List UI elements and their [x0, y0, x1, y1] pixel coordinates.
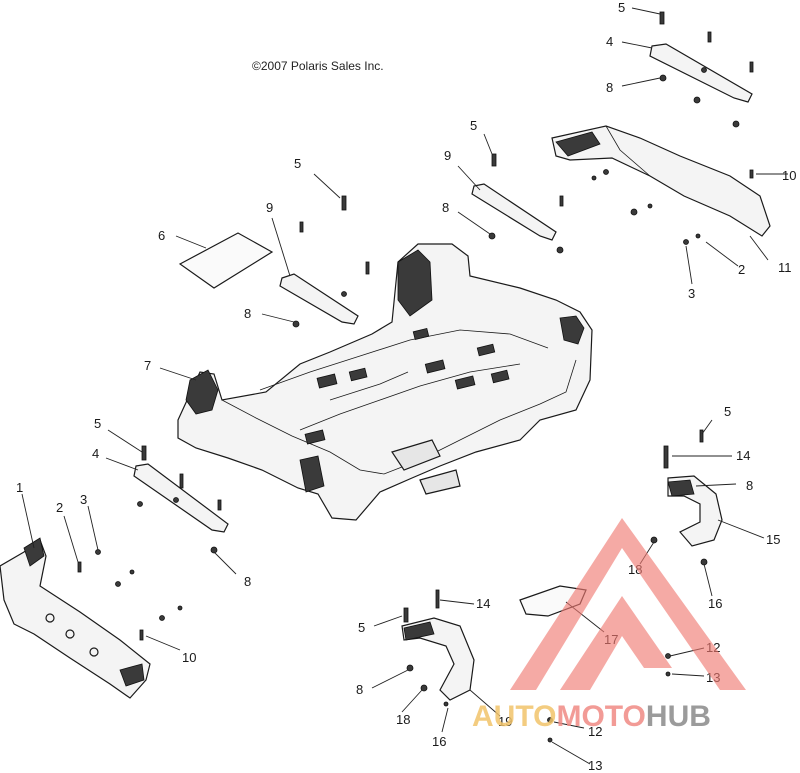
callout-12-bl: 12 [588, 724, 602, 739]
watermark-hub: HUB [646, 700, 711, 733]
callout-19: 19 [498, 714, 512, 729]
svg-text:AUTOMOTOHUB: AUTOMOTOHUB [472, 700, 711, 733]
callout-6: 6 [158, 228, 165, 243]
callout-5-mid: 5 [470, 118, 477, 133]
callout-4-front: 4 [92, 446, 99, 461]
callout-8-mid: 8 [442, 200, 449, 215]
callout-labels: 5 4 8 5 9 8 10 11 2 3 5 9 6 8 7 5 4 1 2 … [16, 0, 796, 773]
callout-8-left: 8 [244, 306, 251, 321]
part-11-rear-bumper [551, 125, 771, 245]
part-9-mid-bracket [471, 153, 564, 254]
callout-5-bl: 5 [358, 620, 365, 635]
callout-4-top: 4 [606, 34, 613, 49]
part-1-front-bumper [0, 537, 183, 699]
callout-8-front: 8 [244, 574, 251, 589]
callout-2-right: 2 [738, 262, 745, 277]
callout-16-bl: 16 [432, 734, 446, 749]
part-9-left-bracket [279, 195, 370, 328]
callout-1: 1 [16, 480, 23, 495]
part-15-bracket [650, 429, 723, 566]
watermark-logo: AUTOMOTOHUB [472, 518, 746, 733]
callout-10-right: 10 [782, 168, 796, 183]
callout-5-top: 5 [618, 0, 625, 15]
callout-3-right: 3 [688, 286, 695, 301]
callout-18-bl: 18 [396, 712, 410, 727]
callout-5-front: 5 [94, 416, 101, 431]
callout-14-rr: 14 [736, 448, 750, 463]
callout-16-rr: 16 [708, 596, 722, 611]
callout-10-front: 10 [182, 650, 196, 665]
callout-15: 15 [766, 532, 780, 547]
callout-8-bl: 8 [356, 682, 363, 697]
part-4-front-bracket [133, 445, 229, 554]
leader-lines [21, 7, 788, 765]
callout-2-front: 2 [56, 500, 63, 515]
watermark-triangle-icon [510, 518, 746, 690]
watermark-auto: AUTO [472, 700, 556, 733]
callout-13-bl: 13 [588, 758, 602, 773]
part-19-bracket [401, 589, 671, 743]
callout-5-left: 5 [294, 156, 301, 171]
callout-5-rr: 5 [724, 404, 731, 419]
callout-9-mid: 9 [444, 148, 451, 163]
callout-7: 7 [144, 358, 151, 373]
callout-9-left: 9 [266, 200, 273, 215]
part-7-floor-frame [177, 243, 593, 521]
callout-8-rr: 8 [746, 478, 753, 493]
callout-8-top: 8 [606, 80, 613, 95]
part-6-decal [178, 232, 274, 289]
callout-3-front: 3 [80, 492, 87, 507]
watermark-moto: MOTO [556, 700, 645, 733]
copyright-text: ©2007 Polaris Sales Inc. [252, 59, 384, 73]
callout-11: 11 [778, 260, 792, 275]
part-4-top-bracket [649, 11, 754, 128]
callout-14-bl: 14 [476, 596, 490, 611]
